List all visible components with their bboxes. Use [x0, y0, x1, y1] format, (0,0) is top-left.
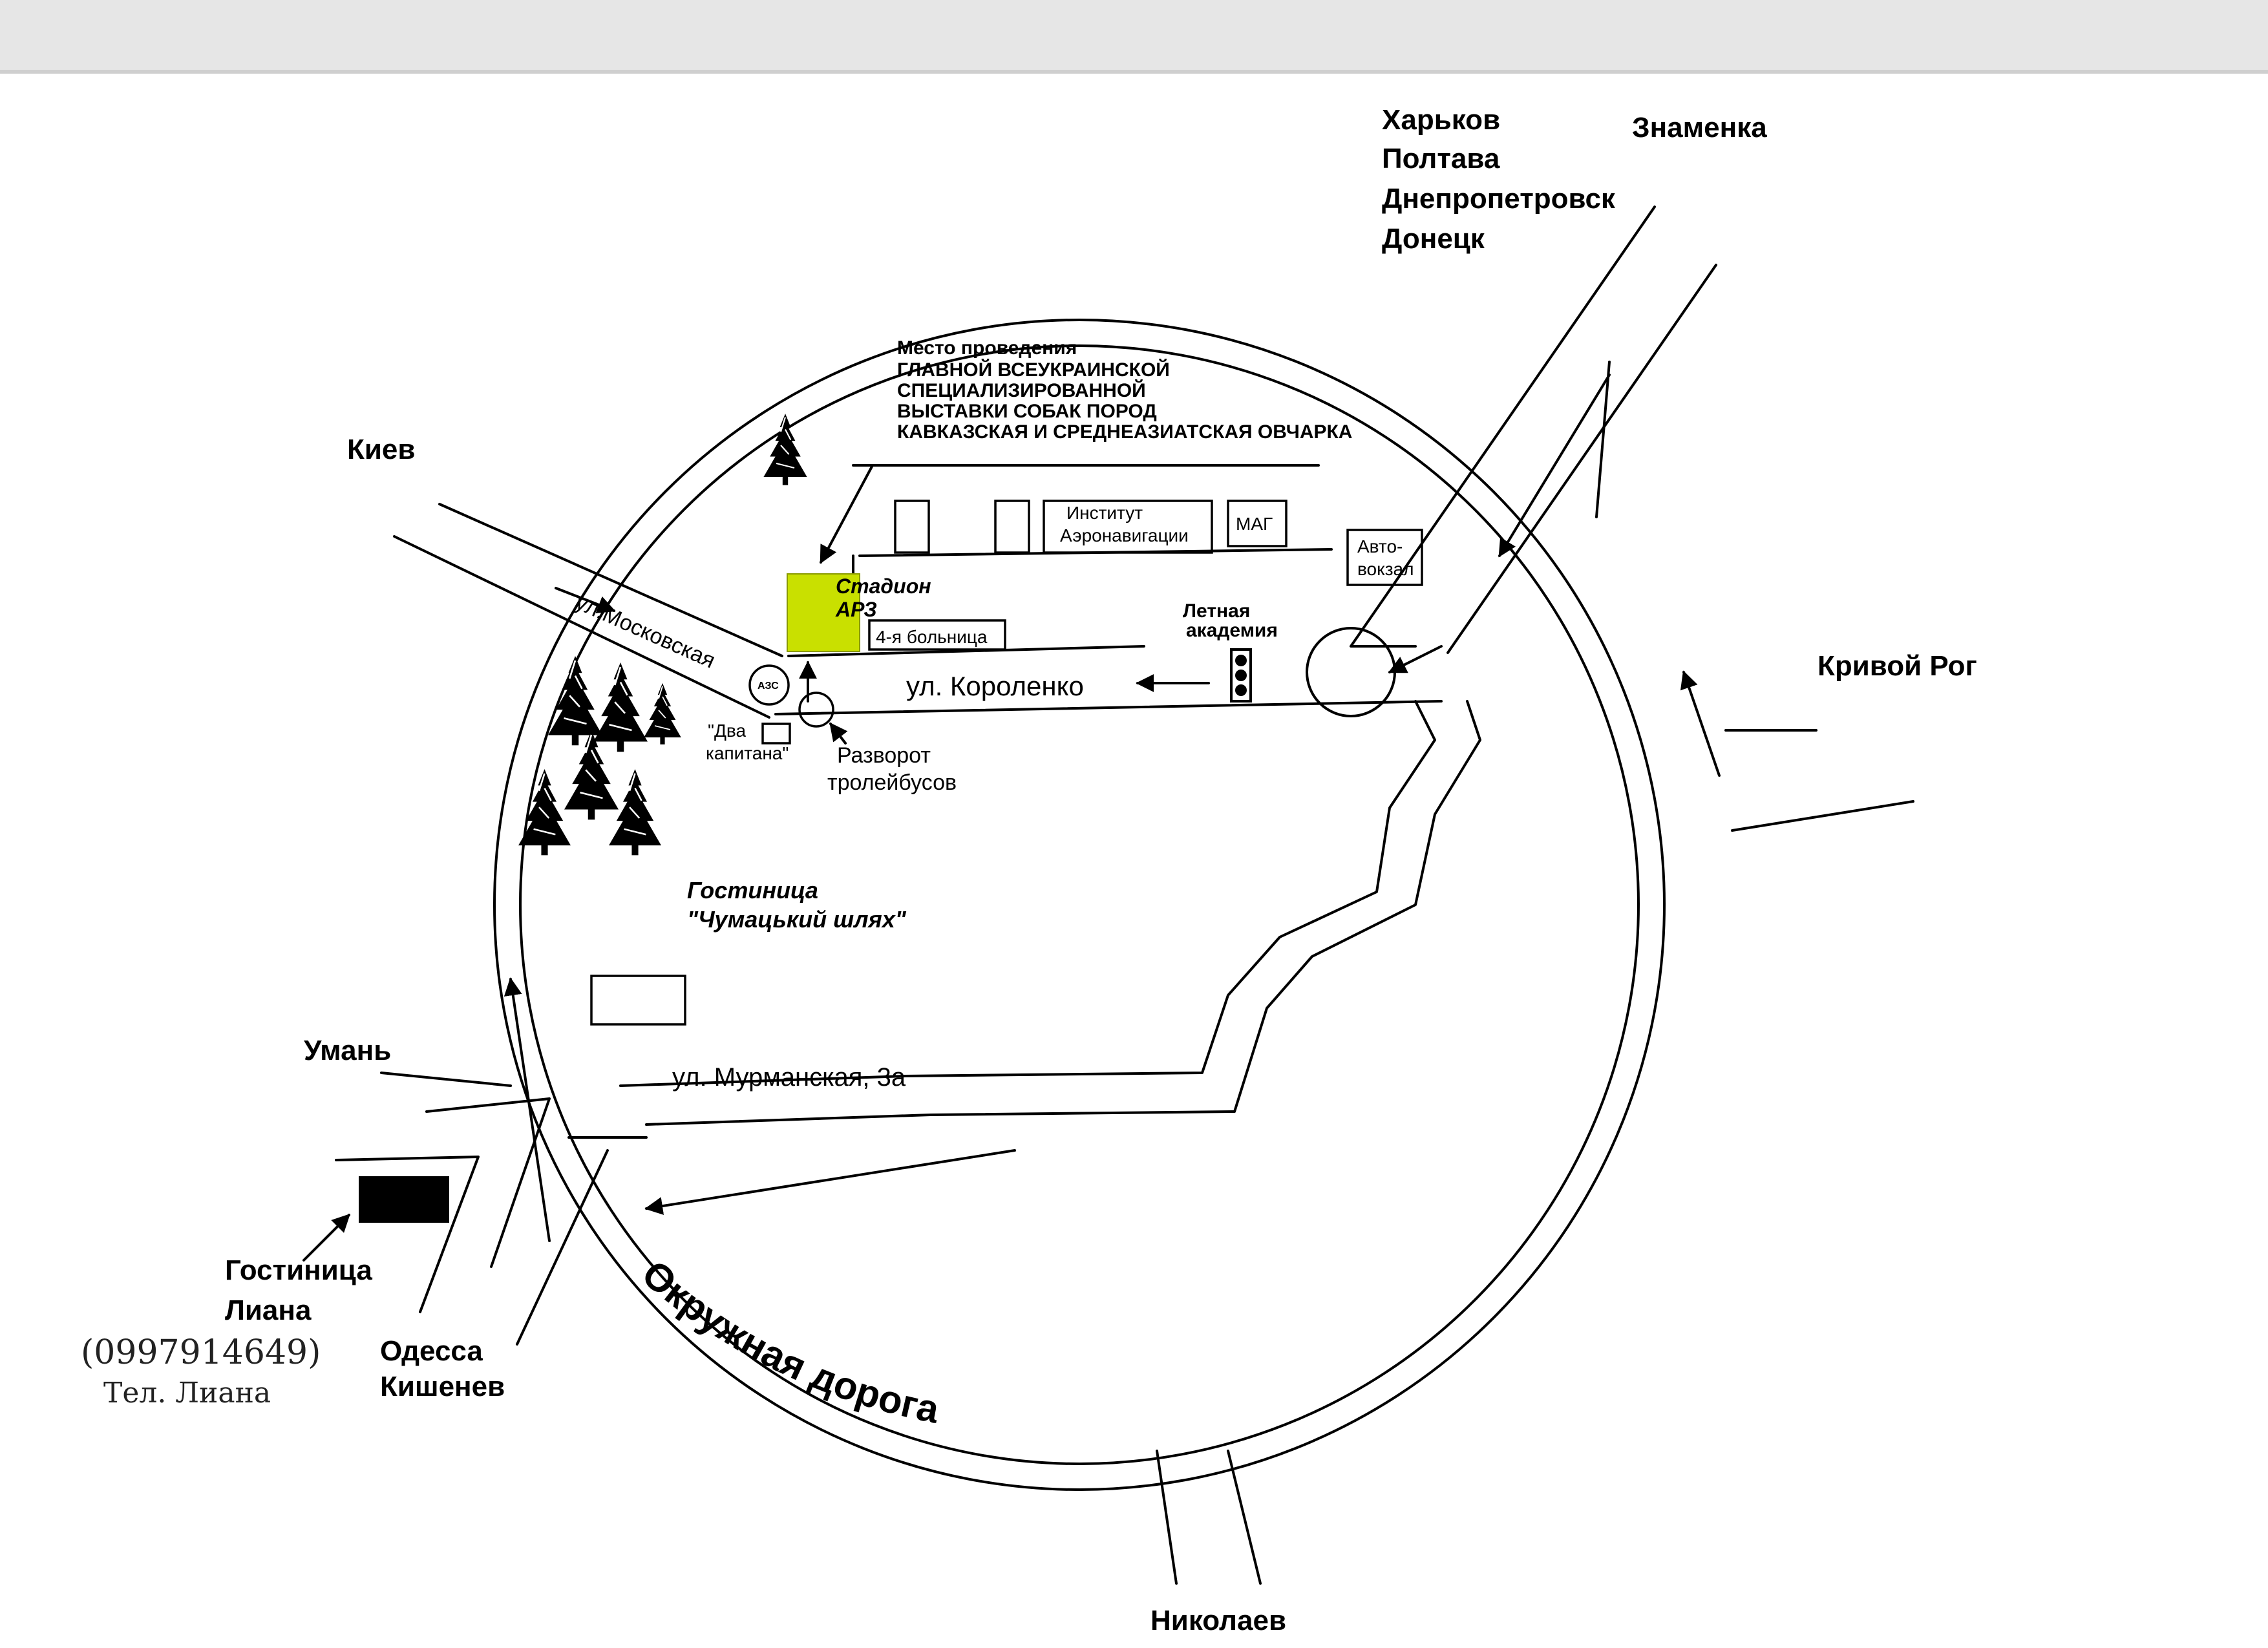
label-murmanskaya: ул. Мурманская, 3а [672, 1063, 906, 1092]
label-kiev: Киев [347, 434, 415, 465]
hotel-liana-building [359, 1176, 449, 1223]
label-poltava: Полтава [1382, 143, 1500, 174]
ring-road-outer [493, 319, 1666, 1491]
traffic-light-icon [1230, 648, 1252, 703]
city-labels: Харьков Полтава Днепропетровск Донецк Зн… [304, 104, 1977, 1636]
svg-text:АРЗ: АРЗ [835, 598, 877, 621]
svg-text:АЗС: АЗС [758, 681, 779, 692]
hotel-chum-building [590, 975, 686, 1026]
label-dnepropetrovsk: Днепропетровск [1382, 183, 1616, 215]
stadium-highlight [787, 573, 860, 652]
label-ring-road: Окружная дорога [634, 1252, 943, 1431]
direction-arrows [302, 374, 1721, 1262]
street-labels: ул.Московская ул. Короленко ул. Мурманск… [572, 590, 1084, 1431]
label-kishenev: Кишенев [380, 1371, 505, 1402]
svg-text:КАВКАЗСКАЯ И СРЕДНЕАЗИАТСКАЯ О: КАВКАЗСКАЯ И СРЕДНЕАЗИАТСКАЯ ОВЧАРКА [897, 421, 1352, 443]
svg-text:Тел. Лиана: Тел. Лиана [103, 1377, 271, 1410]
svg-text:Место проведения: Место проведения [897, 337, 1077, 359]
label-kharkov: Харьков [1382, 104, 1500, 136]
ring-road-inner [519, 344, 1640, 1465]
svg-text:Разворот: Разворот [837, 743, 931, 768]
institute-building [1043, 500, 1213, 554]
label-odessa: Одесса [380, 1335, 483, 1367]
svg-text:(0997914649): (0997914649) [81, 1333, 321, 1372]
svg-text:ГЛАВНОЙ ВСЕУКРАИНСКОЙ: ГЛАВНОЙ ВСЕУКРАИНСКОЙ [897, 359, 1170, 381]
svg-text:Лиана: Лиана [225, 1294, 312, 1326]
svg-text:Авто-: Авто- [1357, 536, 1403, 556]
label-nikolaev: Николаев [1150, 1605, 1286, 1636]
svg-text:капитана": капитана" [706, 743, 789, 763]
svg-text:"Чумацький шлях": "Чумацький шлях" [687, 906, 907, 933]
label-znamenka: Знаменка [1632, 112, 1767, 143]
label-donetsk: Донецк [1382, 223, 1485, 255]
place-labels: Институт Аэронавигации МАГ Авто- вокзал … [225, 503, 1414, 1326]
winding-road [619, 700, 1481, 1126]
svg-text:Гостиница: Гостиница [225, 1254, 372, 1286]
bus-station-building [1346, 529, 1423, 586]
svg-text:академия: академия [1186, 620, 1278, 641]
svg-text:Аэронавигации: Аэронавигации [1060, 525, 1189, 545]
label-krivoy-rog: Кривой Рог [1818, 650, 1977, 682]
label-korolenko: ул. Короленко [906, 671, 1084, 701]
svg-text:"Два: "Два [708, 721, 746, 741]
svg-text:Институт: Институт [1066, 503, 1143, 523]
svg-text:Летная: Летная [1183, 600, 1250, 622]
scan-edge-line [0, 70, 2268, 74]
hospital-building [868, 619, 1006, 651]
handwritten-note: (0997914649) Тел. Лиана [81, 1333, 321, 1410]
svg-text:МАГ: МАГ [1236, 514, 1273, 534]
label-uman: Умань [304, 1035, 391, 1066]
svg-text:тролейбусов: тролейбусов [827, 770, 957, 795]
radial-roads [335, 206, 1914, 1585]
two-captains-building [761, 723, 791, 745]
stadium-label: Стадион [836, 575, 931, 598]
svg-text:4-я больница: 4-я больница [876, 627, 988, 647]
svg-text:вокзал: вокзал [1357, 559, 1414, 579]
event-label: Место проведения ГЛАВНОЙ ВСЕУКРАИНСКОЙ С… [897, 337, 1352, 443]
svg-text:СПЕЦИАЛИЗИРОВАННОЙ: СПЕЦИАЛИЗИРОВАННОЙ [897, 379, 1146, 401]
moskovskaya-road [393, 503, 1443, 719]
gas-station-icon [748, 664, 790, 706]
scan-edge [0, 0, 2268, 70]
mag-building [1227, 500, 1288, 547]
turnaround-icon [798, 692, 834, 728]
svg-text:Гостиница: Гостиница [687, 877, 818, 903]
buildings [359, 500, 1423, 1223]
svg-text:ВЫСТАВКИ СОБАК ПОРОД: ВЫСТАВКИ СОБАК ПОРОД [897, 401, 1157, 422]
